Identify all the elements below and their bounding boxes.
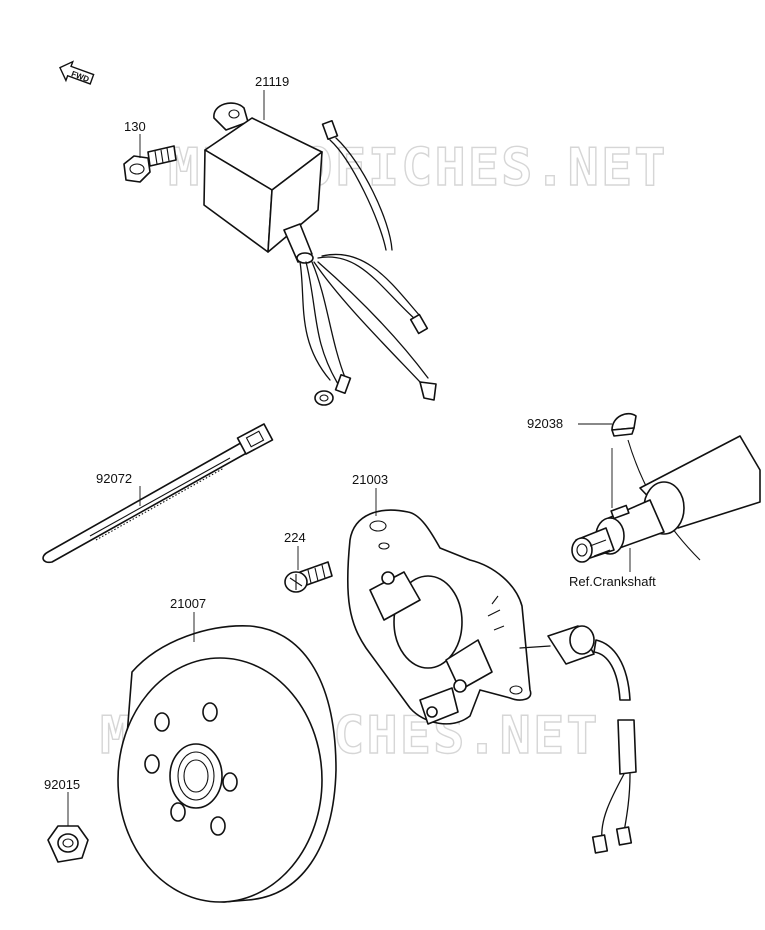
callout-21119: 21119 bbox=[255, 74, 289, 89]
callout-92072: 92072 bbox=[96, 471, 132, 486]
callout-92015: 92015 bbox=[44, 777, 80, 792]
fwd-label: FWD bbox=[70, 69, 90, 84]
nut-92015 bbox=[47, 825, 89, 863]
crankshaft-ref bbox=[571, 435, 761, 563]
bolt-130 bbox=[123, 145, 177, 183]
callout-21007: 21007 bbox=[170, 596, 206, 611]
flywheel-rotor-21007 bbox=[117, 625, 337, 903]
callout-224: 224 bbox=[284, 530, 306, 545]
fwd-arrow-icon: FWD bbox=[59, 60, 95, 85]
callout-130: 130 bbox=[124, 119, 146, 134]
woodruff-key-92038 bbox=[611, 412, 637, 437]
screw-224 bbox=[284, 561, 333, 593]
stator-plate-21003 bbox=[346, 509, 637, 854]
callout-92038: 92038 bbox=[527, 416, 563, 431]
callout-ref-crankshaft: Ref.Crankshaft bbox=[569, 574, 656, 589]
leader-lines bbox=[67, 90, 631, 826]
cdi-unit-21119 bbox=[203, 102, 437, 406]
cable-tie-92072 bbox=[42, 423, 274, 564]
callout-21003: 21003 bbox=[352, 472, 388, 487]
